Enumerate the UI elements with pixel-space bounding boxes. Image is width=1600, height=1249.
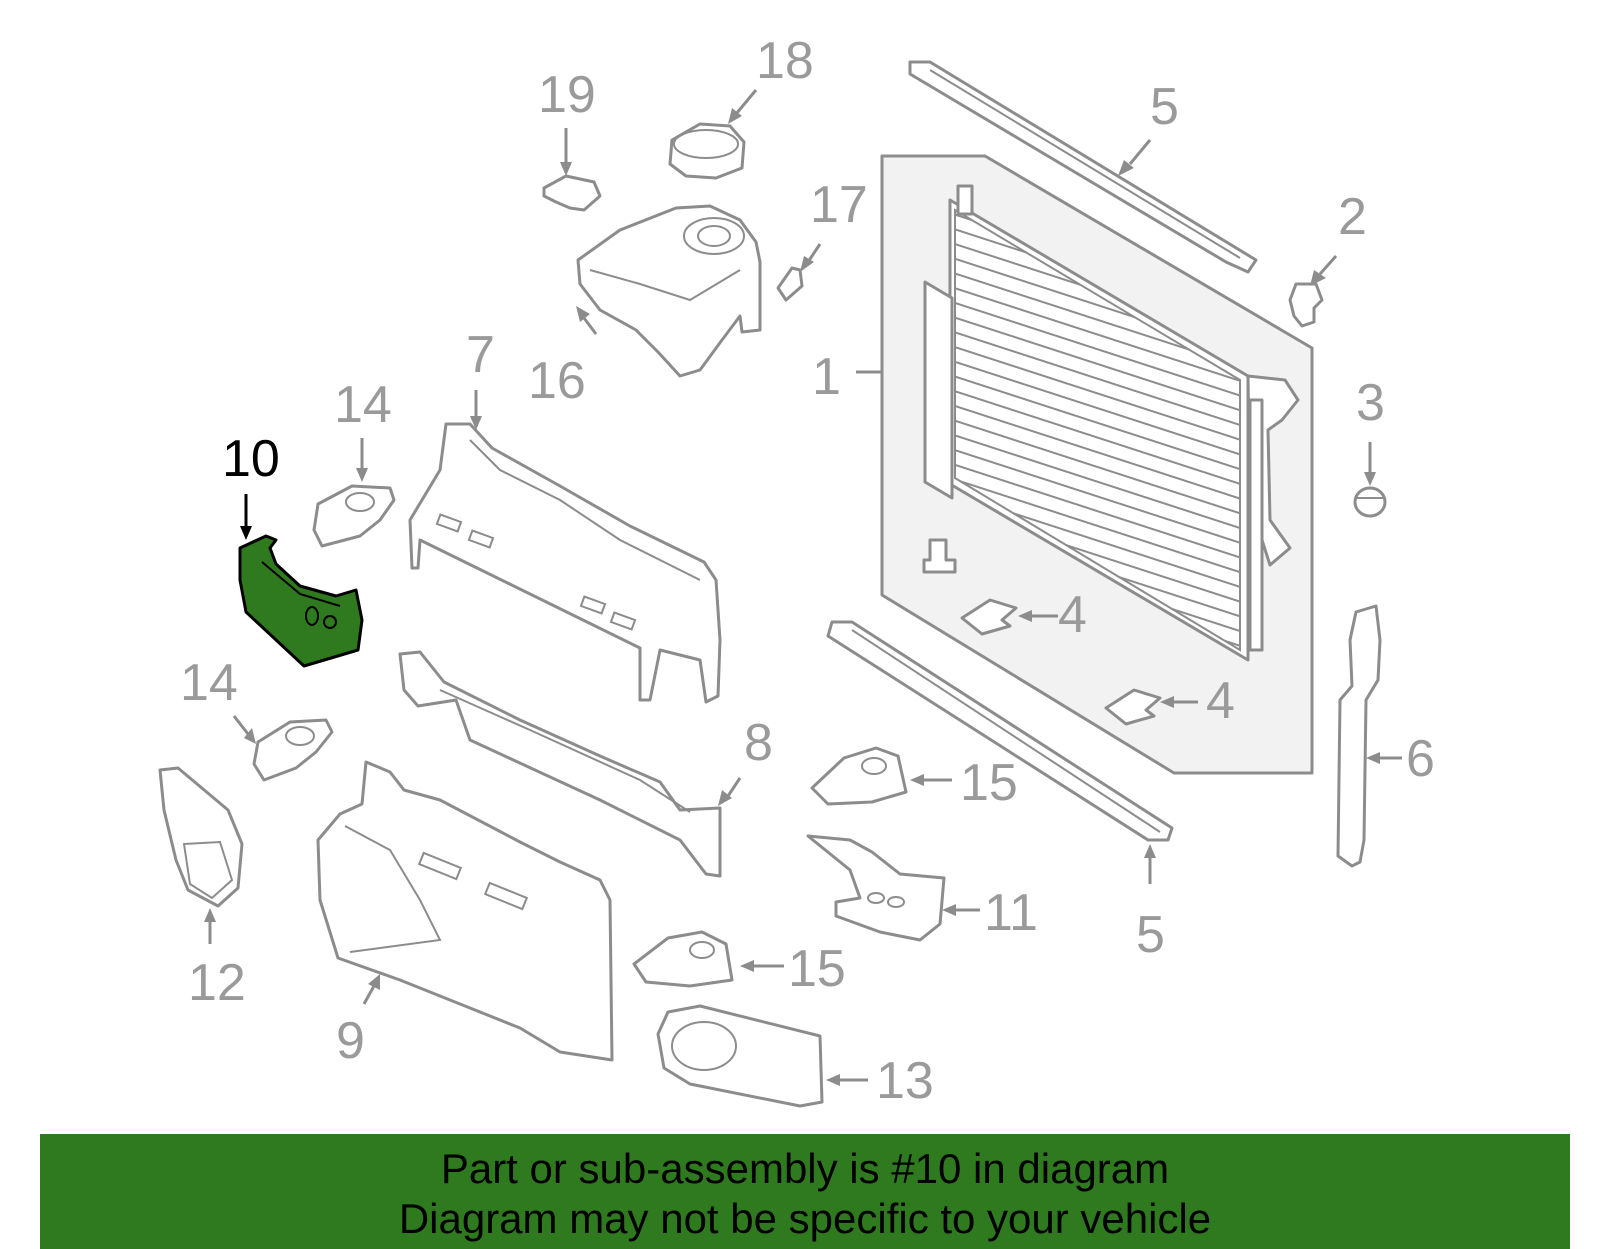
callout-14-lower: 14 xyxy=(180,654,238,712)
bracket-lower[interactable] xyxy=(1104,688,1162,726)
callout-18: 18 xyxy=(756,32,814,90)
callout-numbers: 1 2 3 4 4 5 5 6 7 8 9 10 11 12 13 14 14 … xyxy=(180,32,1435,1110)
callout-15-upper: 15 xyxy=(960,754,1018,812)
callout-10: 10 xyxy=(222,430,280,488)
callout-17: 17 xyxy=(810,176,868,234)
callout-5-lower: 5 xyxy=(1136,906,1165,964)
callout-7: 7 xyxy=(466,326,495,384)
leader-lines xyxy=(204,89,1402,1086)
callout-11: 11 xyxy=(984,884,1038,942)
side-air-duct[interactable] xyxy=(158,766,244,908)
side-seal[interactable] xyxy=(1336,604,1382,868)
callout-12: 12 xyxy=(188,954,246,1012)
callout-2: 2 xyxy=(1338,188,1367,246)
callout-13: 13 xyxy=(876,1052,934,1110)
lower-air-duct[interactable] xyxy=(398,650,722,878)
footer-line-1: Part or sub-assembly is #10 in diagram xyxy=(440,1145,1170,1192)
clip-part[interactable] xyxy=(1288,282,1324,328)
footer-banner: Part or sub-assembly is #10 in diagram D… xyxy=(40,1134,1570,1249)
footer-line-2: Diagram may not be specific to your vehi… xyxy=(398,1195,1212,1242)
main-air-shroud[interactable] xyxy=(316,760,614,1062)
level-sensor[interactable] xyxy=(776,266,804,302)
upper-air-duct[interactable] xyxy=(408,422,722,704)
callout-8: 8 xyxy=(744,714,773,772)
callout-9: 9 xyxy=(336,1012,365,1070)
radiator-assembly[interactable] xyxy=(880,154,1314,775)
upper-mount-rail[interactable] xyxy=(908,60,1258,274)
mount-pad-upper[interactable] xyxy=(312,484,396,548)
tank-bracket[interactable] xyxy=(542,174,602,212)
callout-6: 6 xyxy=(1406,730,1435,788)
callout-3: 3 xyxy=(1356,374,1385,432)
pad-part-lower[interactable] xyxy=(632,930,734,988)
callout-5-upper: 5 xyxy=(1150,78,1179,136)
callout-14-upper: 14 xyxy=(334,376,392,434)
callout-4-upper: 4 xyxy=(1058,586,1087,644)
callout-19: 19 xyxy=(538,66,596,124)
callout-16: 16 xyxy=(528,352,586,410)
bracket-upper[interactable] xyxy=(960,598,1018,636)
callout-1: 1 xyxy=(812,348,841,406)
filler-cap[interactable] xyxy=(668,122,746,180)
callout-4-lower: 4 xyxy=(1206,672,1235,730)
support-bracket[interactable] xyxy=(806,834,946,942)
plug-part[interactable] xyxy=(1353,486,1387,518)
expansion-tank[interactable] xyxy=(576,204,762,378)
lower-mount-rail[interactable] xyxy=(826,620,1174,842)
callout-15-lower: 15 xyxy=(788,940,846,998)
highlighted-deflector-part-10[interactable] xyxy=(238,534,364,668)
pad-part-upper[interactable] xyxy=(810,746,908,806)
intake-duct[interactable] xyxy=(656,1004,824,1108)
mount-pad-lower[interactable] xyxy=(252,718,334,782)
